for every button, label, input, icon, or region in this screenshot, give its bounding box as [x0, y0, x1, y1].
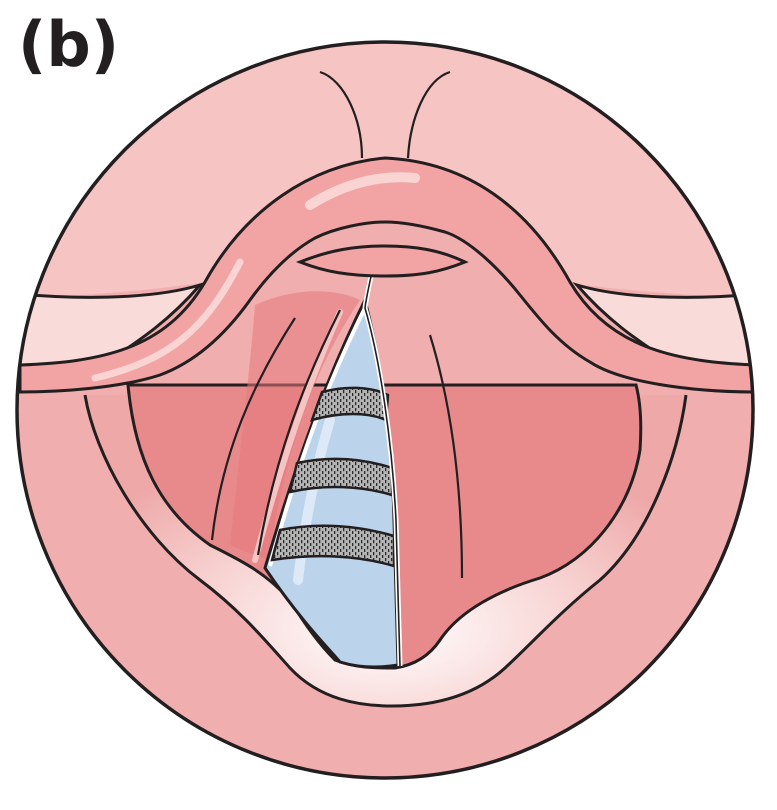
vestibule-outline: [83, 394, 688, 708]
fold-line-left-1: [210, 317, 296, 541]
fold-line-right-1: [428, 334, 464, 579]
epiglottis-highlight-top: [305, 172, 420, 210]
glottis-line-outline: [364, 271, 401, 667]
epiglottis: [18, 156, 753, 394]
implant-band-3: [270, 524, 396, 568]
implant-white-rim: [268, 307, 367, 567]
panel-label: (b): [18, 8, 120, 81]
fold-line-left-2: [256, 309, 341, 556]
implant-band-1: [310, 386, 390, 422]
left-fold-highlight: [252, 309, 343, 563]
implant-band-2: [288, 457, 394, 497]
epiglottis-tip: [295, 244, 469, 278]
endoscope-view-outline: [15, 40, 755, 780]
epiglottis-highlight-left: [91, 258, 244, 382]
median-fold-left: [319, 70, 364, 159]
median-fold-right: [406, 70, 451, 159]
implant-highlight: [293, 415, 335, 585]
